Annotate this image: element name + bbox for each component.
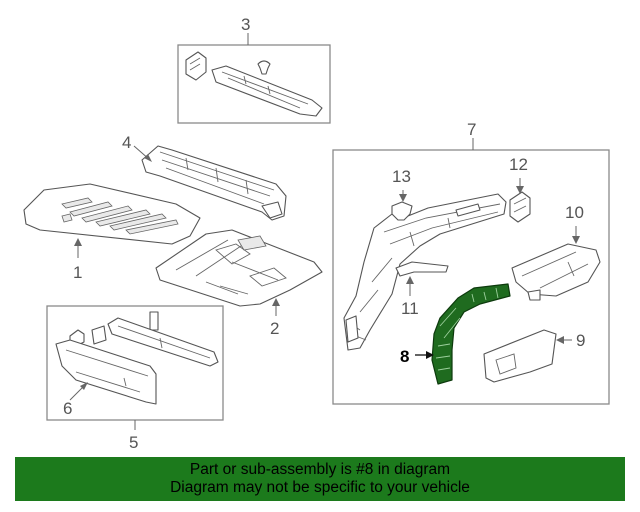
part-13-clip bbox=[391, 201, 413, 221]
part-2-rear-floor-pan: 2 bbox=[155, 229, 323, 338]
callout-2: 2 bbox=[270, 319, 279, 338]
part-5-pin bbox=[149, 311, 159, 331]
part-6-panel bbox=[55, 339, 157, 405]
part-11-strip bbox=[395, 261, 449, 277]
group-3-box: 3 bbox=[177, 15, 331, 124]
part-1-floor-panel: 1 bbox=[23, 183, 201, 282]
callout-13: 13 bbox=[392, 167, 411, 186]
callout-5: 5 bbox=[129, 433, 138, 452]
banner-line-1: Part or sub-assembly is #8 in diagram bbox=[189, 461, 451, 478]
part-10-housing bbox=[511, 243, 601, 297]
part-info-banner: Part or sub-assembly is #8 in diagram Di… bbox=[15, 457, 625, 501]
callout-3: 3 bbox=[241, 15, 250, 34]
banner-line-2: Diagram may not be specific to your vehi… bbox=[170, 479, 470, 496]
part-7-rail bbox=[343, 193, 507, 351]
callout-1: 1 bbox=[73, 263, 82, 282]
part-9-plate bbox=[483, 329, 557, 383]
callout-7: 7 bbox=[467, 120, 476, 139]
part-5-nut bbox=[91, 325, 107, 345]
group-5-box: 5 6 bbox=[46, 305, 224, 452]
callout-9: 9 bbox=[576, 331, 585, 350]
callout-8: 8 bbox=[400, 347, 409, 366]
part-8-highlighted-rail bbox=[431, 283, 511, 385]
part-12-bracket bbox=[509, 191, 531, 223]
part-3-clip bbox=[257, 60, 271, 75]
callout-4: 4 bbox=[122, 133, 131, 152]
callout-12: 12 bbox=[509, 155, 528, 174]
callout-6: 6 bbox=[63, 399, 72, 418]
callout-10: 10 bbox=[565, 203, 584, 222]
parts-diagram: 3 4 1 2 bbox=[23, 15, 610, 452]
part-3-panel bbox=[211, 65, 323, 117]
group-7-box: 7 13 12 10 11 9 bbox=[332, 120, 610, 405]
callout-11: 11 bbox=[401, 299, 419, 318]
part-4-crossmember: 4 bbox=[122, 133, 287, 221]
